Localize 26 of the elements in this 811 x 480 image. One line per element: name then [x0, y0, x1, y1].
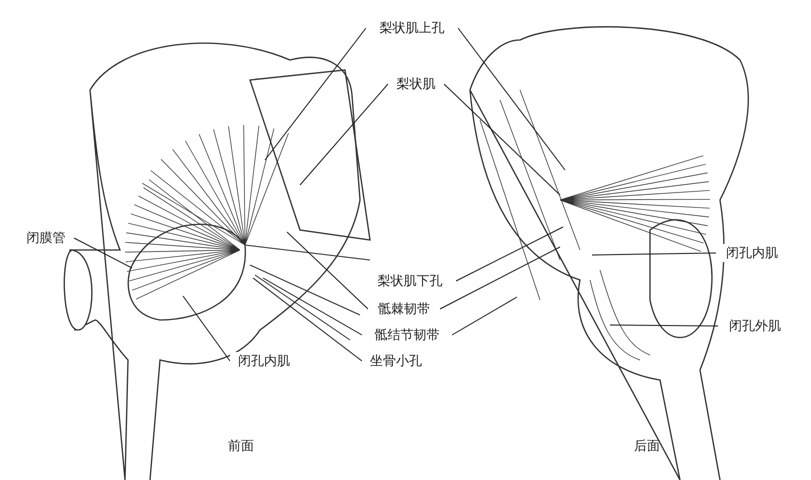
- leader-line: [456, 226, 564, 282]
- part-label: 闭孔外肌: [729, 320, 781, 332]
- leader-line: [252, 278, 362, 362]
- leader-line: [300, 84, 388, 186]
- leader-line: [182, 296, 230, 362]
- leader-line: [286, 232, 368, 310]
- leader-line: [264, 28, 366, 160]
- leader-line: [440, 246, 560, 310]
- part-label: 梨状肌上孔: [380, 22, 444, 34]
- leader-line: [458, 28, 566, 170]
- leader-line: [592, 252, 716, 256]
- part-label: 闭孔内肌: [238, 354, 290, 368]
- leader-line: [610, 324, 718, 326]
- leader-line: [262, 278, 362, 336]
- part-label: 骶棘韧带: [378, 302, 430, 316]
- leader-line: [444, 84, 560, 196]
- part-label: 闭孔内肌: [726, 246, 778, 260]
- part-label: 梨状肌: [396, 78, 436, 90]
- leader-line: [452, 296, 518, 336]
- view-label: 前面: [228, 440, 254, 453]
- part-label: 坐骨小孔: [370, 354, 422, 368]
- leader-line: [74, 238, 132, 268]
- view-label: 后面: [634, 440, 660, 453]
- part-label: 梨状肌下孔: [378, 274, 442, 288]
- part-label: 骶结节韧带: [374, 328, 440, 342]
- part-label: 闭膜管: [26, 232, 66, 244]
